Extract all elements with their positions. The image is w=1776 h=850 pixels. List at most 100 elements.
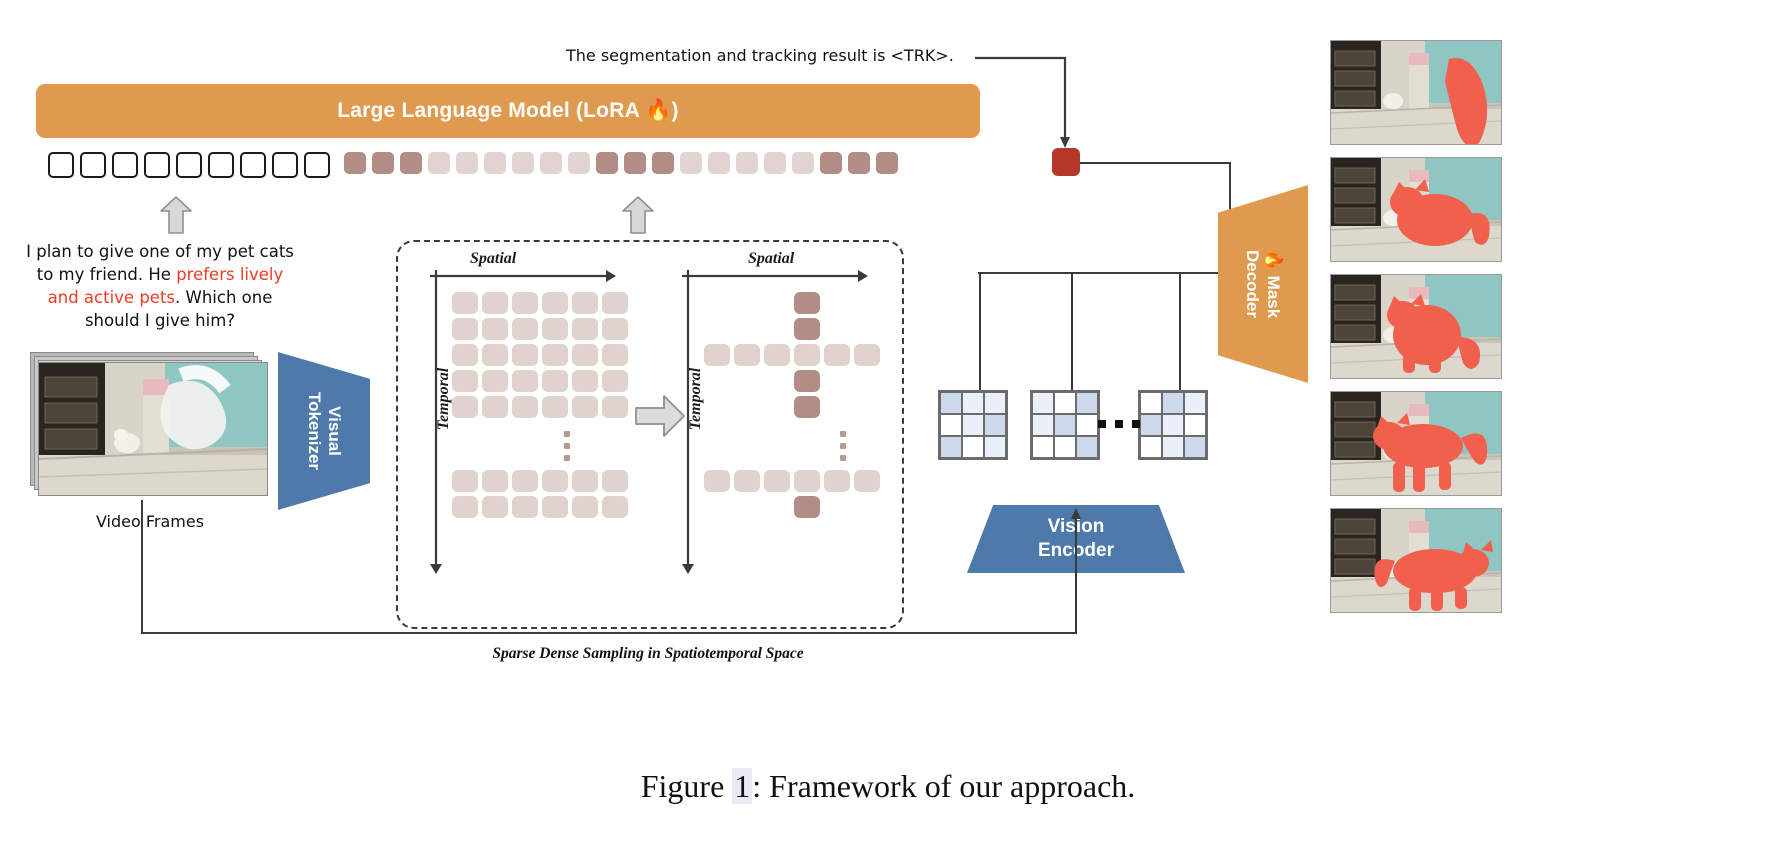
sparse-cell bbox=[734, 318, 760, 340]
visual-token bbox=[764, 152, 786, 174]
dense-cell bbox=[602, 318, 628, 340]
visual-token bbox=[792, 152, 814, 174]
visual-token bbox=[652, 152, 674, 174]
large-language-model-block[interactable]: Large Language Model (LoRA 🔥) bbox=[36, 84, 980, 138]
dense-grid-row bbox=[452, 344, 628, 366]
caption-rest: : Framework of our approach. bbox=[752, 768, 1136, 804]
dense-cell bbox=[512, 292, 538, 314]
llm-label: Large Language Model (LoRA 🔥) bbox=[337, 99, 679, 122]
dense-cell bbox=[572, 318, 598, 340]
feature-cell bbox=[962, 436, 984, 458]
dense-cell bbox=[542, 344, 568, 366]
visual-token bbox=[876, 152, 898, 174]
dense-cell bbox=[602, 292, 628, 314]
text-token bbox=[272, 152, 298, 178]
dense-cell bbox=[452, 344, 478, 366]
dense-cell bbox=[482, 470, 508, 492]
mask-decoder-block[interactable]: 🔥 Mask Decoder bbox=[1218, 185, 1308, 383]
feature-cell bbox=[1032, 414, 1054, 436]
visual-tokenizer-line1: Visual bbox=[325, 406, 344, 456]
feature-cell bbox=[940, 392, 962, 414]
visual-token-row bbox=[344, 152, 898, 174]
visual-token bbox=[568, 152, 590, 174]
result-frame-image bbox=[1331, 275, 1501, 378]
visual-tokenizer-line2: Tokenizer bbox=[305, 391, 324, 471]
dense-cell bbox=[512, 370, 538, 392]
dense-cell bbox=[512, 470, 538, 492]
dense-cell bbox=[452, 318, 478, 340]
sparse-cell bbox=[794, 344, 820, 366]
sparse-dense-sampling-panel bbox=[396, 240, 904, 629]
right-spatial-axis-label: Spatial bbox=[748, 250, 795, 267]
visual-token bbox=[708, 152, 730, 174]
dense-grid-row bbox=[452, 470, 628, 492]
dense-cell bbox=[542, 292, 568, 314]
dense-cell bbox=[542, 470, 568, 492]
visual-token bbox=[400, 152, 422, 174]
feature-cell bbox=[1054, 414, 1076, 436]
visual-token bbox=[512, 152, 534, 174]
feature-cell bbox=[1162, 436, 1184, 458]
llm-output-text: The segmentation and tracking result is … bbox=[566, 46, 954, 65]
result-frame-image bbox=[1331, 392, 1501, 495]
dense-grid-row bbox=[452, 370, 628, 392]
text-token bbox=[48, 152, 74, 178]
left-axes bbox=[430, 270, 616, 574]
dense-grid-row bbox=[452, 396, 628, 418]
sparse-grid-row bbox=[704, 318, 880, 340]
feature-cell bbox=[1076, 436, 1098, 458]
prompt-line-1: I plan to give one of my pet cats bbox=[26, 242, 294, 261]
text-token bbox=[208, 152, 234, 178]
feature-cell bbox=[1184, 436, 1206, 458]
dense-cell bbox=[452, 496, 478, 518]
feature-grid-3 bbox=[1138, 390, 1208, 460]
video-frames-label: Video Frames bbox=[95, 512, 205, 531]
sparse-cell bbox=[764, 396, 790, 418]
dense-cell bbox=[482, 396, 508, 418]
dense-cell bbox=[512, 344, 538, 366]
sparse-cell bbox=[764, 344, 790, 366]
feature-connectors bbox=[978, 272, 1222, 390]
sampling-caption: Sparse Dense Sampling in Spatiotemporal … bbox=[492, 645, 804, 662]
sparse-cell bbox=[704, 370, 730, 392]
sparse-cell bbox=[794, 370, 820, 392]
dense-cell bbox=[602, 396, 628, 418]
feature-cell bbox=[1184, 392, 1206, 414]
feature-cell bbox=[1054, 436, 1076, 458]
sparse-cell bbox=[794, 496, 820, 518]
feature-cell bbox=[1032, 392, 1054, 414]
feature-cell bbox=[984, 414, 1006, 436]
sparse-cell bbox=[794, 318, 820, 340]
feature-cell bbox=[1162, 392, 1184, 414]
dense-grid-row bbox=[452, 496, 628, 518]
dense-cell bbox=[512, 318, 538, 340]
feature-cell bbox=[1184, 414, 1206, 436]
video-frames-thumbnail bbox=[30, 352, 270, 497]
feature-cell bbox=[984, 436, 1006, 458]
mask-decoder-line1: 🔥 Mask bbox=[1263, 249, 1283, 319]
sparse-cell bbox=[704, 470, 730, 492]
visual-tokenizer-block[interactable]: Visual Tokenizer bbox=[278, 352, 370, 510]
sparse-cell bbox=[854, 292, 880, 314]
prompt-line-4: should I give him? bbox=[84, 311, 236, 330]
result-frame-image bbox=[1331, 41, 1501, 144]
feature-cell bbox=[1032, 436, 1054, 458]
trk-token-square bbox=[1052, 148, 1080, 176]
dense-cell bbox=[572, 344, 598, 366]
text-token bbox=[304, 152, 330, 178]
up-arrow-icon-visual bbox=[622, 196, 654, 234]
dense-cell bbox=[572, 292, 598, 314]
sparse-cell bbox=[764, 470, 790, 492]
feature-cell bbox=[940, 414, 962, 436]
text-token-row bbox=[48, 152, 330, 178]
mask-decoder-line2: Decoder bbox=[1242, 249, 1262, 319]
sparse-grid-row bbox=[704, 470, 880, 492]
sparse-cell bbox=[704, 344, 730, 366]
sparse-cell bbox=[854, 470, 880, 492]
sparse-cell bbox=[794, 292, 820, 314]
visual-token bbox=[540, 152, 562, 174]
sparse-cell bbox=[704, 292, 730, 314]
sparse-cell bbox=[824, 370, 850, 392]
prompt-line-2: to my friend. He prefers lively bbox=[36, 265, 284, 284]
feature-cell bbox=[1140, 414, 1162, 436]
